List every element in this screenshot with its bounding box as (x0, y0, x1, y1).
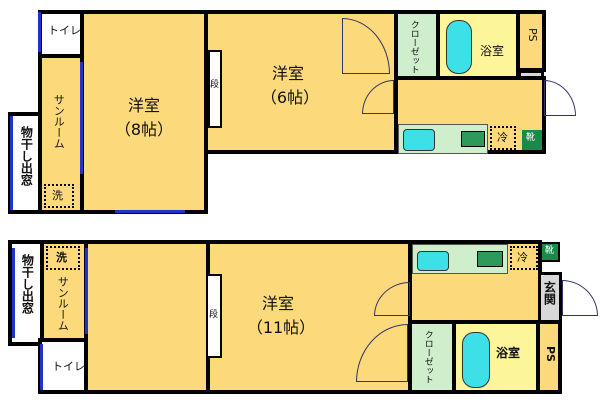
top-toilet-label: トイレ (48, 24, 81, 37)
bottom-laundry: 洗 (46, 246, 80, 270)
bottom-fridge: 冷 (510, 246, 538, 270)
window-icon (85, 248, 88, 334)
bathtub-icon (446, 20, 472, 74)
door-icon (544, 80, 576, 116)
top-room-8-size: （8帖） (114, 120, 174, 139)
bottom-counter (412, 244, 508, 274)
window-icon (115, 210, 185, 213)
top-room-8-name: 洋室 (127, 96, 160, 115)
top-closet: クローゼット (394, 10, 440, 80)
bottom-toilet-label: トイレ (52, 360, 85, 373)
top-fridge: 冷 (490, 126, 516, 150)
top-sunroom-label: サンルーム (52, 94, 66, 149)
top-shoe: 靴 (522, 130, 542, 150)
top-sunroom: サンルーム 洗 (38, 54, 84, 214)
top-step-label: 段 (210, 80, 220, 90)
bottom-shoe-label: 靴 (545, 246, 555, 256)
bottom-sunroom-label: サンルーム (56, 276, 70, 331)
top-ps: PS (516, 10, 546, 72)
top-room-6-name: 洋室 (271, 64, 304, 83)
bottom-bath: 浴室 (452, 320, 540, 394)
sink-icon (403, 129, 435, 151)
bathtub-icon (462, 332, 490, 388)
top-bath-label: 浴室 (480, 44, 505, 58)
bottom-drying-window-label: 物干し出窓 (20, 254, 35, 314)
bottom-step-label: 段 (209, 310, 219, 320)
bottom-fridge-label: 冷 (517, 251, 528, 264)
bottom-bath-label: 浴室 (496, 346, 521, 360)
top-fridge-label: 冷 (497, 131, 508, 144)
bottom-laundry-label: 洗 (56, 251, 67, 264)
window-icon (80, 62, 83, 174)
top-drying-window-label: 物干し出窓 (19, 126, 34, 186)
bottom-closet: クローゼット (408, 320, 456, 394)
top-kitchen: 冷 靴 (394, 76, 546, 154)
top-drying-window: 物干し出窓 (8, 112, 42, 214)
bottom-entrance-label: 玄関 (542, 281, 557, 305)
bottom-shoe: 靴 (540, 242, 560, 262)
top-room-6-size: （6帖） (260, 88, 320, 107)
top-laundry: 洗 (44, 184, 74, 208)
top-shoe-label: 靴 (526, 133, 536, 143)
door-icon (562, 280, 598, 316)
top-ps-label: PS (526, 28, 540, 42)
bottom-ps-label: PS (544, 346, 558, 362)
bottom-closet-label: クローゼット (422, 330, 433, 384)
bottom-room-name: 洋室 (261, 294, 294, 313)
top-counter (398, 124, 488, 154)
window-icon (38, 12, 41, 52)
top-step: 段 (208, 50, 222, 128)
stove-icon (461, 131, 485, 147)
bottom-entrance: 玄関 (538, 272, 562, 324)
bottom-kitchen: 冷 (408, 240, 542, 324)
sink-icon (417, 251, 449, 271)
bottom-room-size: （11帖） (246, 318, 316, 337)
bottom-ps: PS (536, 320, 562, 394)
window-icon (40, 344, 43, 390)
window-icon (12, 248, 15, 338)
top-laundry-label: 洗 (52, 189, 63, 202)
bottom-step: 段 (206, 274, 222, 358)
top-bath: 浴室 (436, 10, 520, 80)
window-icon (10, 116, 13, 210)
bottom-sunroom: 洗 サンルーム (40, 240, 88, 342)
top-closet-label: クローゼット (408, 20, 419, 74)
stove-icon (477, 251, 503, 267)
top-room-8: 洋室 （8帖） (80, 10, 208, 214)
